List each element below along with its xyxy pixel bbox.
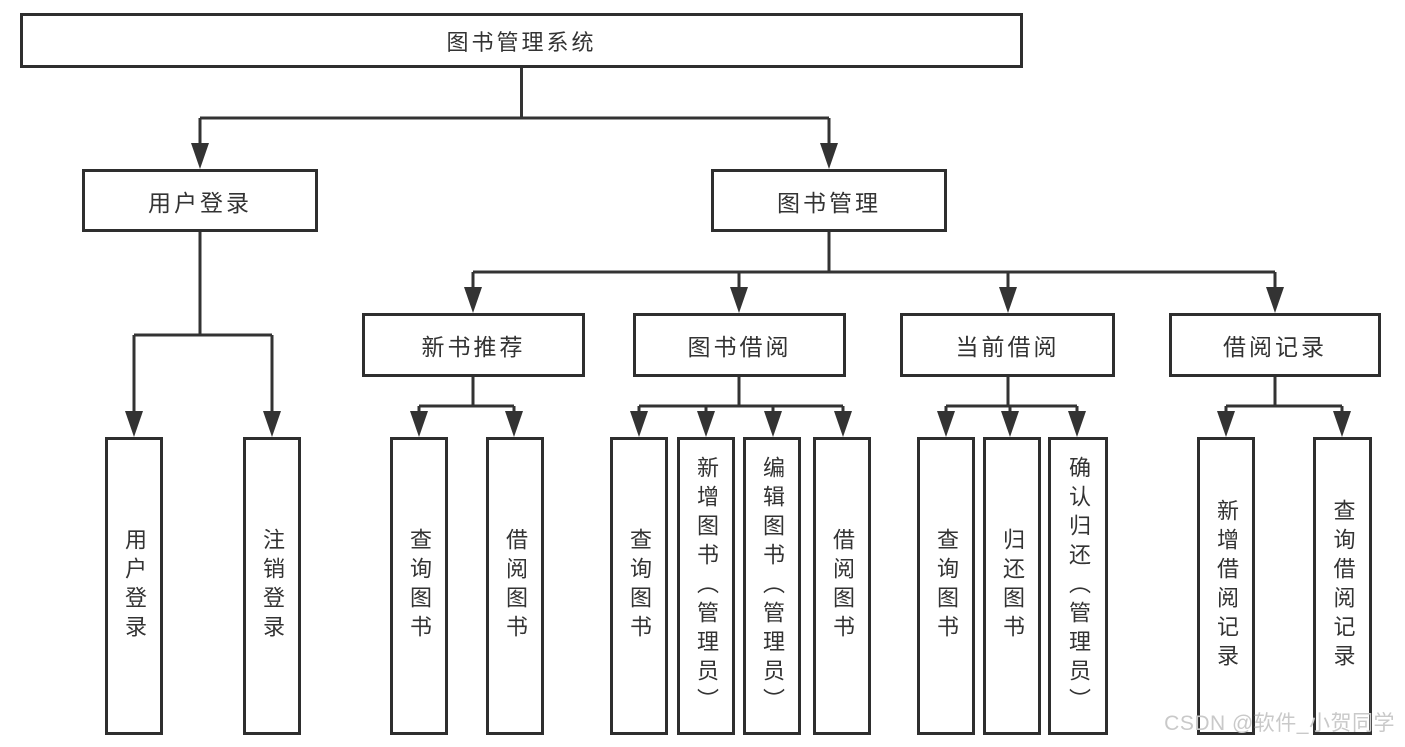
node-label: 用户登录 bbox=[122, 528, 147, 644]
node-add-books-admin: 新增图书（管理员） bbox=[677, 437, 735, 735]
node-label: 借阅图书 bbox=[830, 528, 855, 644]
watermark-text: CSDN @软件_小贺同学 bbox=[1164, 712, 1395, 735]
node-label: 借阅记录 bbox=[1223, 334, 1327, 360]
node-label: 编辑图书（管理员） bbox=[760, 455, 785, 717]
connector-book-management-to-level3 bbox=[464, 232, 1284, 313]
node-label: 图书管理系统 bbox=[446, 29, 597, 55]
node-library-management-system: 图书管理系统 bbox=[20, 13, 1023, 68]
node-label: 图书管理 bbox=[777, 189, 881, 216]
node-return-books: 归还图书 bbox=[983, 437, 1041, 735]
node-label: 新增借阅记录 bbox=[1214, 499, 1239, 673]
node-label: 注销登录 bbox=[260, 528, 285, 644]
node-label: 查询借阅记录 bbox=[1330, 499, 1356, 673]
node-user-login-action: 用户登录 bbox=[105, 437, 163, 735]
node-label: 当前借阅 bbox=[955, 334, 1060, 360]
node-label: 确认归还（管理员） bbox=[1066, 455, 1091, 717]
node-user-login: 用户登录 bbox=[82, 169, 318, 232]
node-new-book-recommendation: 新书推荐 bbox=[362, 313, 585, 377]
node-add-borrow-record: 新增借阅记录 bbox=[1197, 437, 1255, 735]
connector-user-login-to-children bbox=[125, 232, 281, 437]
node-label: 图书借阅 bbox=[687, 334, 792, 360]
node-label: 新书推荐 bbox=[421, 334, 526, 360]
node-label: 归还图书 bbox=[1000, 528, 1025, 644]
node-book-management: 图书管理 bbox=[711, 169, 947, 232]
node-edit-books-admin: 编辑图书（管理员） bbox=[743, 437, 801, 735]
node-borrowing-records: 借阅记录 bbox=[1169, 313, 1381, 377]
node-book-borrowing: 图书借阅 bbox=[633, 313, 846, 377]
node-query-books-borrowing: 查询图书 bbox=[610, 437, 668, 735]
node-current-borrowing: 当前借阅 bbox=[900, 313, 1115, 377]
connector-current-borrowing-to-children bbox=[937, 377, 1086, 437]
node-label: 查询图书 bbox=[627, 528, 652, 644]
node-label: 用户登录 bbox=[148, 189, 252, 216]
node-logout-action: 注销登录 bbox=[243, 437, 301, 735]
node-query-books-recommendation: 查询图书 bbox=[390, 437, 448, 735]
node-confirm-return-admin: 确认归还（管理员） bbox=[1048, 437, 1108, 735]
node-label: 新增图书（管理员） bbox=[694, 455, 719, 717]
node-query-books-current: 查询图书 bbox=[917, 437, 975, 735]
connector-borrowing-records-to-children bbox=[1217, 377, 1351, 437]
connector-root-to-level2 bbox=[191, 68, 838, 169]
node-label: 借阅图书 bbox=[503, 528, 528, 644]
connector-book-borrowing-to-children bbox=[630, 377, 852, 437]
node-query-borrow-record: 查询借阅记录 bbox=[1313, 437, 1372, 735]
node-borrow-books-recommendation: 借阅图书 bbox=[486, 437, 544, 735]
connector-new-book-recommendation-to-children bbox=[410, 377, 523, 437]
node-label: 查询图书 bbox=[934, 528, 959, 644]
node-borrow-books-borrowing: 借阅图书 bbox=[813, 437, 871, 735]
node-label: 查询图书 bbox=[407, 528, 432, 644]
